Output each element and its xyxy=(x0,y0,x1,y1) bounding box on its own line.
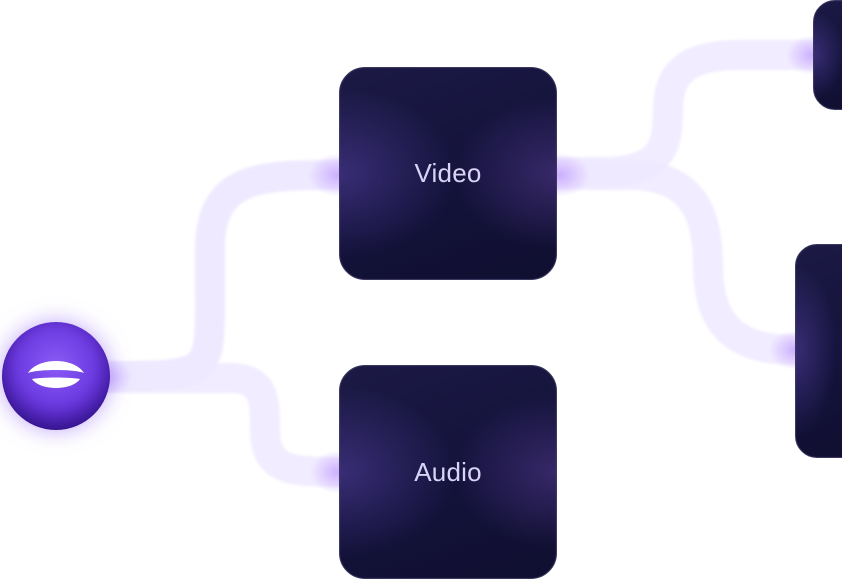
connector-video-output-mid xyxy=(542,160,810,365)
video-node[interactable]: Video xyxy=(339,67,557,280)
audio-node[interactable]: Audio xyxy=(339,365,557,579)
output-node-top[interactable] xyxy=(813,0,842,110)
output-node-middle[interactable] xyxy=(795,244,842,458)
video-node-label: Video xyxy=(414,158,482,188)
connector-source-audio xyxy=(85,363,354,487)
eye-lens-icon xyxy=(28,361,84,388)
audio-node-label: Audio xyxy=(414,456,482,487)
connector-source-video xyxy=(85,160,354,391)
source-node[interactable] xyxy=(2,322,110,430)
connector-video-output-top xyxy=(542,40,828,187)
